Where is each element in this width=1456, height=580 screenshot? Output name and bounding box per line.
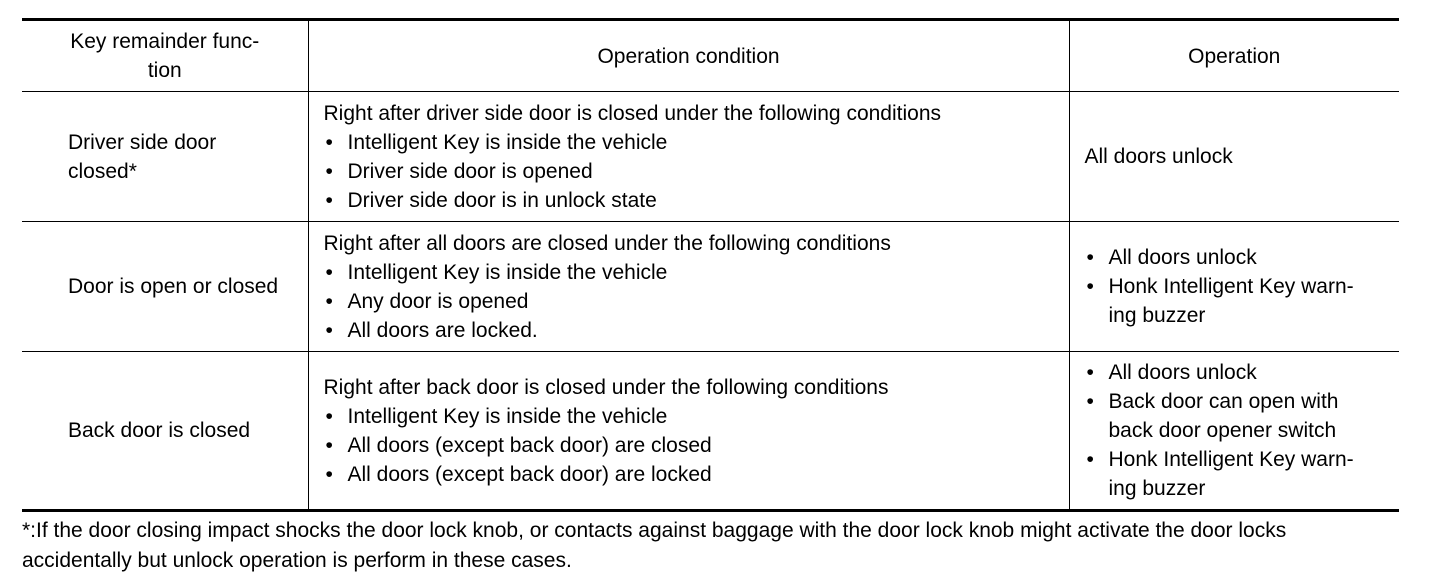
header-operation: Operation xyxy=(1068,18,1399,92)
list-item: • Driver side door is opened xyxy=(324,157,1059,186)
list-item-text: Driver side door is in unlock state xyxy=(347,188,657,212)
header-key-remainder-function: Key remainder func- tion xyxy=(22,18,309,92)
condition-intro: Right after driver side door is closed u… xyxy=(323,101,942,125)
list-item-text: All doors (except back door) are locked xyxy=(347,462,712,486)
operation-cell: • All doors unlock • Back door can open wi… xyxy=(1068,351,1399,512)
bullet-icon: • xyxy=(325,130,333,154)
list-item: • All doors unlock xyxy=(1085,358,1390,387)
function-line: Door is open or closed xyxy=(68,275,279,298)
list-item: • All doors (except back door) are closed xyxy=(324,431,1059,460)
condition-cell: Right after back door is closed under th… xyxy=(307,351,1070,512)
table-header-row: Key remainder func- tion Operation condi… xyxy=(22,18,1399,92)
list-item: • All doors unlock xyxy=(1085,243,1390,272)
list-item: • Back door can open with back door opener… xyxy=(1085,387,1390,445)
function-line: Driver side door xyxy=(68,130,217,154)
list-item-text: Intelligent Key is inside the vehicle xyxy=(347,130,668,154)
list-item: • Honk Intelligent Key warn-ing buzzer xyxy=(1085,272,1390,330)
bullet-icon: • xyxy=(325,188,333,212)
list-item-text: Driver side door is opened xyxy=(347,159,593,183)
function-cell: Back door is closed xyxy=(22,351,309,512)
footnote: *:If the door closing impact shocks the … xyxy=(22,516,1442,576)
list-item: • Intelligent Key is inside the vehicle xyxy=(324,258,1059,287)
bullet-icon: • xyxy=(325,462,333,486)
list-item: • Any door is opened xyxy=(324,287,1059,316)
list-item: • Intelligent Key is inside the vehicle xyxy=(324,402,1059,431)
table-row: Driver side door closed* Right after dri… xyxy=(22,91,1399,222)
condition-intro: Right after all doors are closed under t… xyxy=(323,231,891,255)
list-item: • Driver side door is in unlock state xyxy=(324,186,1059,215)
list-item-text: All doors unlock xyxy=(1108,361,1257,384)
condition-intro: Right after back door is closed under th… xyxy=(323,375,889,399)
bullet-icon: • xyxy=(1086,246,1094,269)
list-item-text: back door opener switch xyxy=(1108,419,1337,442)
function-cell: Door is open or closed xyxy=(22,221,309,352)
operation-cell: All doors unlock xyxy=(1068,91,1399,222)
bullet-icon: • xyxy=(325,289,333,313)
list-item-text: ing buzzer xyxy=(1108,477,1206,500)
bullet-icon: • xyxy=(1086,448,1094,471)
list-item: • Intelligent Key is inside the vehicle xyxy=(324,128,1059,157)
condition-list: • Intelligent Key is inside the vehicle •… xyxy=(324,402,1059,489)
function-cell: Driver side door closed* xyxy=(22,91,309,222)
header-line: Key remainder func- xyxy=(70,30,260,53)
list-item-text: All doors unlock xyxy=(1108,246,1257,269)
bullet-icon: • xyxy=(1086,275,1094,298)
operation-list: • All doors unlock • Honk Intelligent Key … xyxy=(1085,243,1390,330)
condition-cell: Right after all doors are closed under t… xyxy=(307,221,1070,352)
list-item: • All doors are locked. xyxy=(324,316,1059,345)
bullet-icon: • xyxy=(325,404,333,428)
bullet-icon: • xyxy=(325,260,333,284)
table-row: Back door is closed Right after back doo… xyxy=(22,351,1399,512)
function-line: Back door is closed xyxy=(68,419,251,442)
header-operation-condition: Operation condition xyxy=(307,18,1070,92)
list-item: • All doors (except back door) are locked xyxy=(324,460,1059,489)
list-item-text: Intelligent Key is inside the vehicle xyxy=(347,260,668,284)
condition-list: • Intelligent Key is inside the vehicle •… xyxy=(324,128,1059,215)
list-item-text: ing buzzer xyxy=(1108,304,1206,327)
header-line: tion xyxy=(147,59,182,82)
list-item: • Honk Intelligent Key warn-ing buzzer xyxy=(1085,445,1390,503)
footnote-line: accidentally but unlock operation is per… xyxy=(22,549,572,572)
condition-cell: Right after driver side door is closed u… xyxy=(307,91,1070,222)
function-line: closed* xyxy=(68,159,137,183)
list-item-text: Any door is opened xyxy=(347,289,529,313)
list-item-text: All doors (except back door) are closed xyxy=(347,433,712,457)
bullet-icon: • xyxy=(1086,361,1094,384)
operation-text: All doors unlock xyxy=(1084,145,1233,168)
operation-list: • All doors unlock • Back door can open wi… xyxy=(1085,358,1390,503)
bullet-icon: • xyxy=(325,318,333,342)
bullet-icon: • xyxy=(325,433,333,457)
table-row: Door is open or closed Right after all d… xyxy=(22,221,1399,352)
list-item-text: Honk Intelligent Key warn- xyxy=(1108,275,1354,298)
bullet-icon: • xyxy=(325,159,333,183)
list-item-text: Intelligent Key is inside the vehicle xyxy=(347,404,668,428)
key-reminder-table: Key remainder func- tion Operation condi… xyxy=(22,18,1399,512)
bullet-icon: • xyxy=(1086,390,1094,413)
condition-list: • Intelligent Key is inside the vehicle •… xyxy=(324,258,1059,345)
list-item-text: Back door can open with xyxy=(1108,390,1339,413)
operation-cell: • All doors unlock • Honk Intelligent Key … xyxy=(1068,221,1399,352)
list-item-text: All doors are locked. xyxy=(347,318,538,342)
footnote-line: *:If the door closing impact shocks the … xyxy=(22,519,1287,542)
list-item-text: Honk Intelligent Key warn- xyxy=(1108,448,1354,471)
